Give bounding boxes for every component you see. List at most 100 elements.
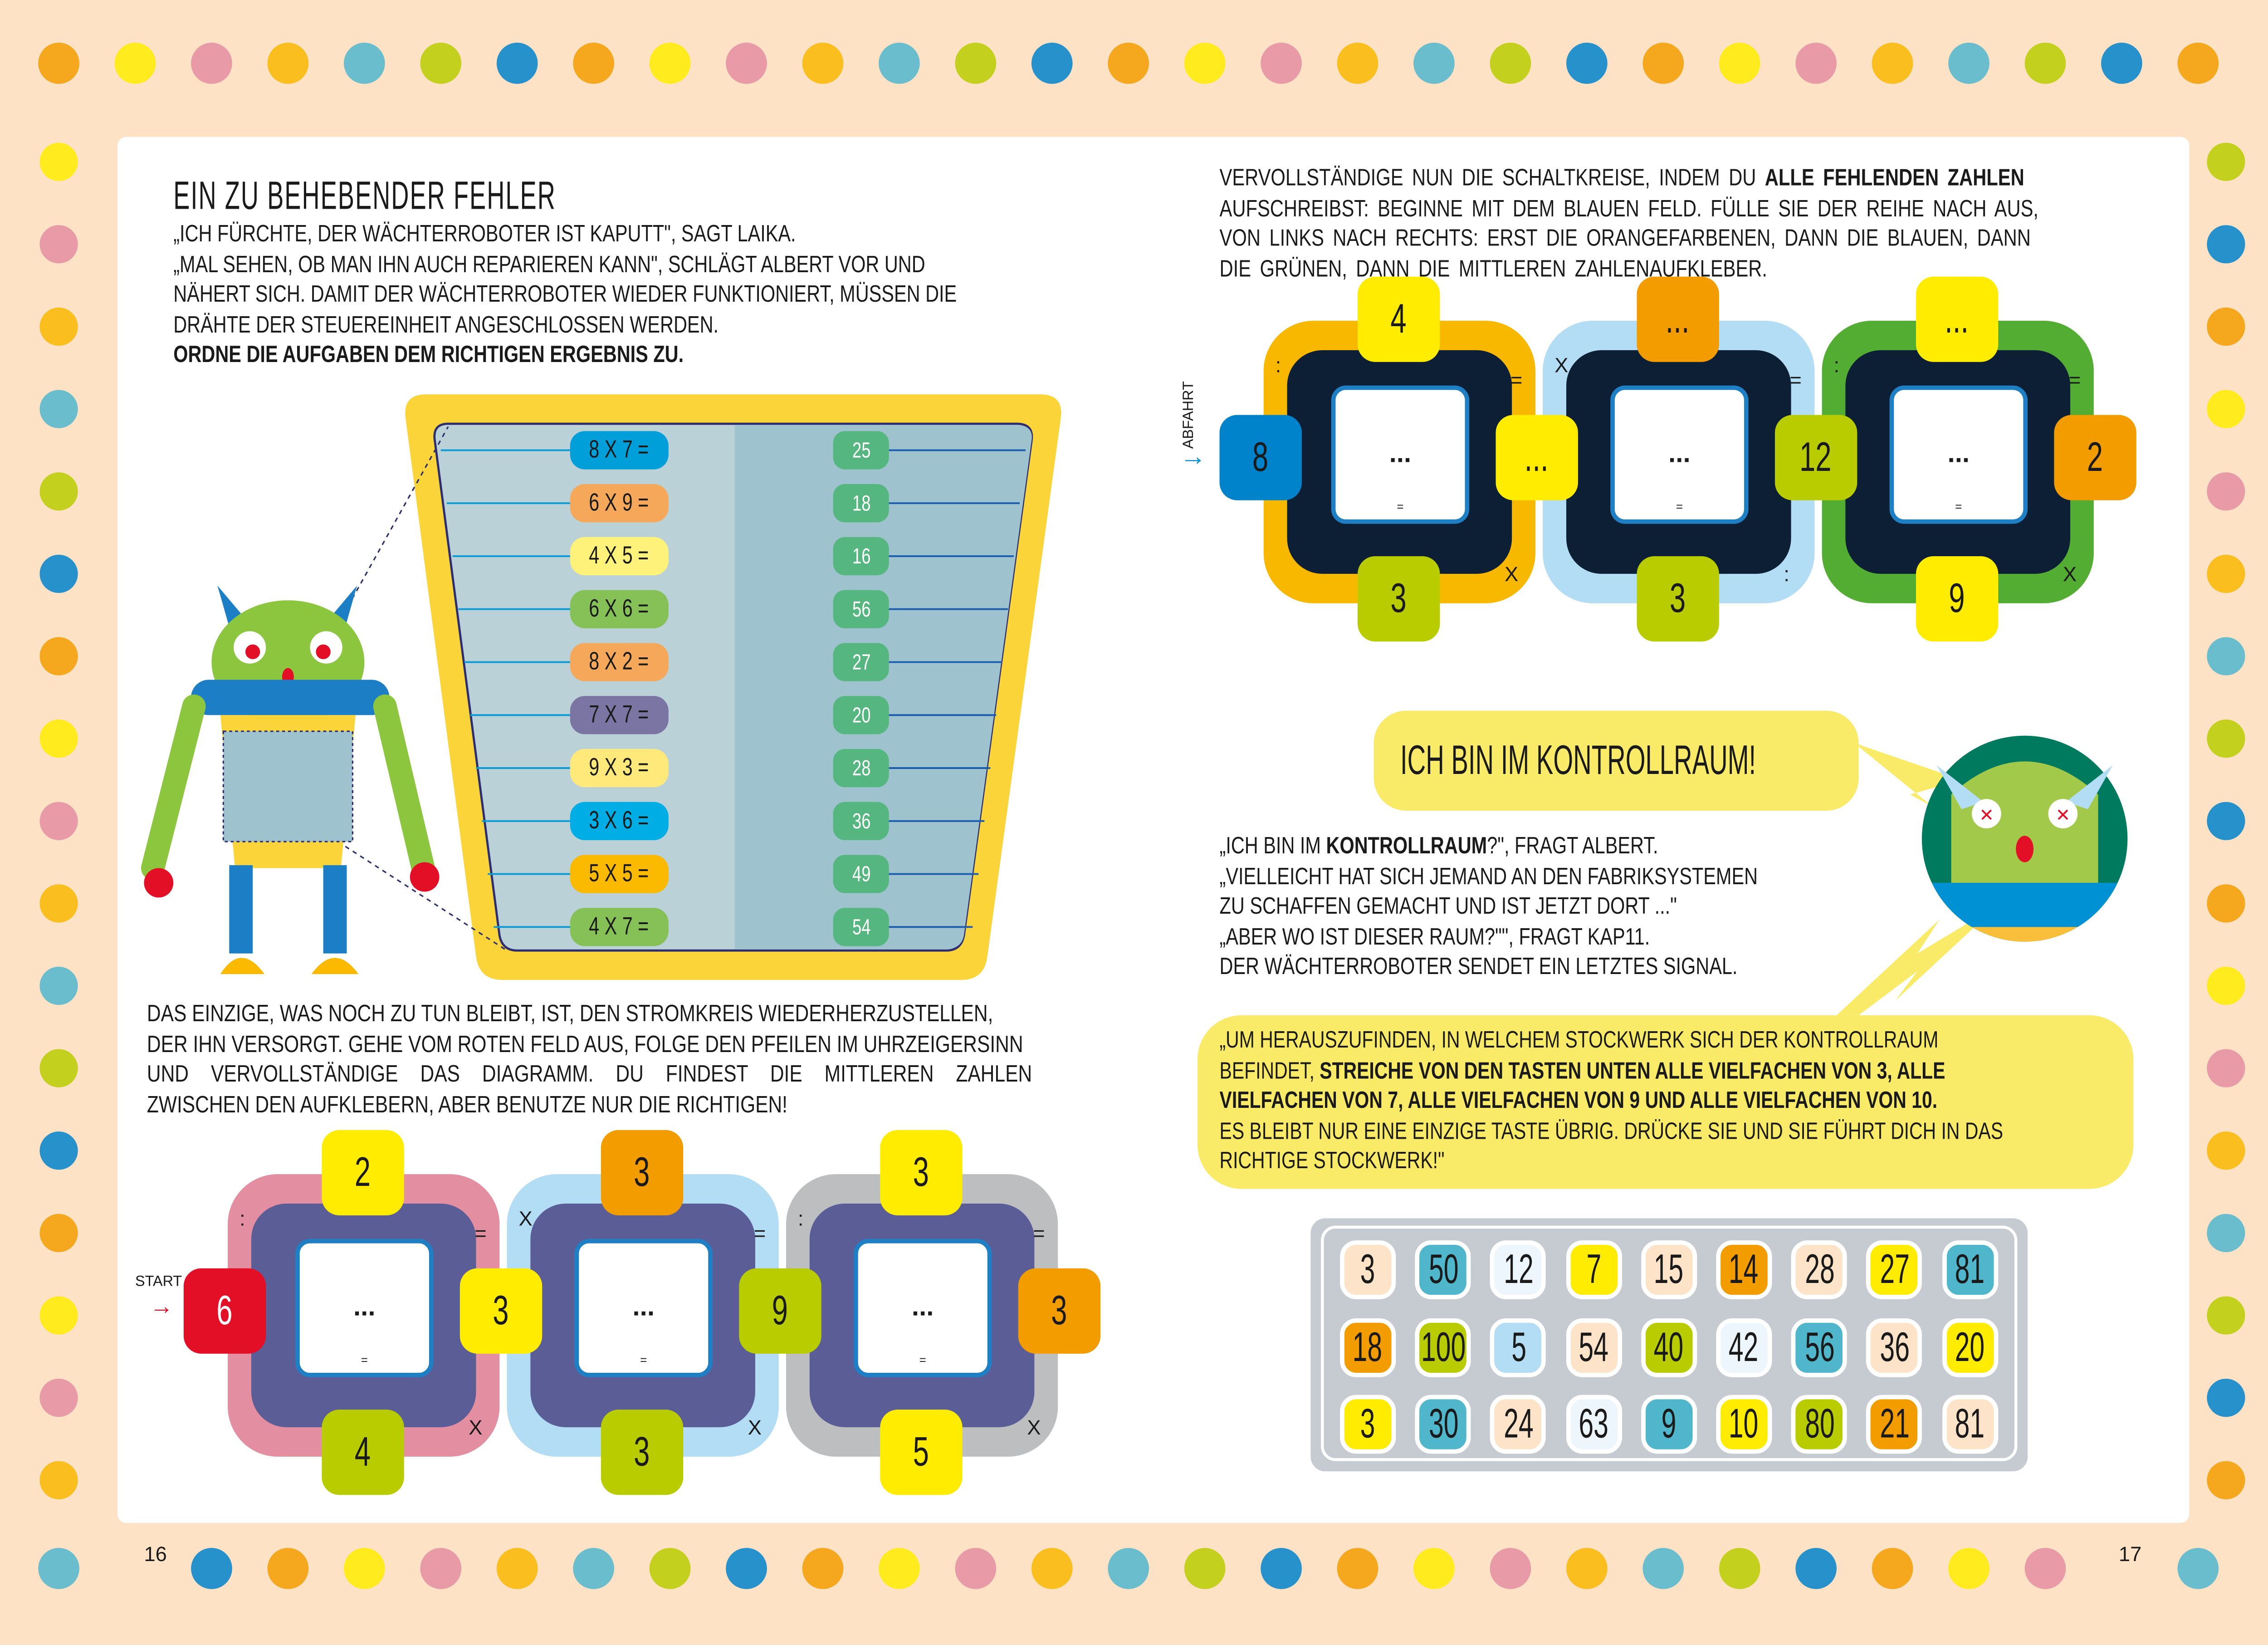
top-tile-right[interactable]: 2 — [2054, 415, 2136, 500]
keypad-button[interactable]: 27 — [1867, 1240, 1923, 1299]
top-tile-top[interactable]: ... — [1916, 276, 1999, 362]
bottom-tile-top[interactable]: 3 — [601, 1130, 684, 1215]
keypad-button-text: 40 — [1654, 1323, 1684, 1369]
bottom-tile-right[interactable]: 9 — [739, 1268, 821, 1354]
keypad-button[interactable]: 3 — [1340, 1395, 1396, 1454]
keypad-button[interactable]: 56 — [1791, 1317, 1848, 1377]
center-value[interactable]: ... — [579, 1292, 708, 1323]
keypad-button[interactable]: 14 — [1716, 1240, 1772, 1299]
keypad-button-text: 81 — [1955, 1400, 1985, 1447]
keypad-button[interactable]: 21 — [1867, 1395, 1923, 1454]
keypad-button[interactable]: 63 — [1565, 1395, 1622, 1454]
result-sticker[interactable]: 56 — [833, 590, 889, 628]
bottom-tile-bottom[interactable]: 4 — [322, 1410, 404, 1495]
decor-icon — [39, 966, 78, 1005]
task-sticker[interactable]: 6 X 6 = — [570, 590, 669, 628]
keypad-button[interactable]: 10 — [1716, 1395, 1772, 1454]
task-sticker[interactable]: 7 X 7 = — [570, 696, 669, 734]
result-sticker[interactable]: 16 — [833, 537, 889, 576]
top-tile-right[interactable]: ... — [1496, 415, 1578, 500]
keypad-button[interactable]: 54 — [1565, 1317, 1622, 1377]
keypad-button[interactable]: 28 — [1791, 1240, 1848, 1299]
keypad-button[interactable]: 20 — [1941, 1317, 1998, 1377]
keypad-button[interactable]: 9 — [1641, 1395, 1697, 1454]
decor-icon — [726, 1547, 767, 1589]
top-tile-bottom[interactable]: 9 — [1916, 556, 1999, 642]
result-sticker-text: 56 — [851, 597, 870, 622]
task-sticker[interactable]: 3 X 6 = — [570, 802, 669, 840]
keypad-button[interactable]: 15 — [1641, 1240, 1697, 1299]
decor-icon — [2207, 307, 2245, 346]
result-sticker[interactable]: 28 — [833, 749, 889, 788]
top-tile-bottom[interactable]: 3 — [1358, 556, 1440, 642]
operator-label-text: = — [753, 1221, 766, 1245]
decor-icon — [39, 1049, 78, 1087]
operator-label-text: X — [469, 1415, 483, 1439]
task-sticker[interactable]: 9 X 3 = — [570, 749, 669, 788]
task-sticker[interactable]: 6 X 9 = — [570, 484, 669, 523]
keypad-button[interactable]: 81 — [1941, 1240, 1998, 1299]
operator-label: = — [1510, 368, 1523, 392]
result-sticker[interactable]: 18 — [833, 484, 889, 523]
center-value[interactable]: ... — [1894, 439, 2023, 470]
center-value[interactable]: ... — [1615, 439, 1744, 470]
keypad-button[interactable]: 5 — [1490, 1317, 1546, 1377]
bottom-tile-top[interactable]: 2 — [322, 1130, 404, 1215]
keypad-button-text: 36 — [1879, 1323, 1910, 1369]
result-sticker[interactable]: 36 — [833, 802, 889, 840]
top-tile-right[interactable]: 12 — [1774, 415, 1857, 500]
text-segment: ES BLEIBT NUR EINE EINZIGE TASTE ÜBRIG. … — [1219, 1119, 2004, 1145]
task-sticker[interactable]: 8 X 7 = — [570, 431, 669, 470]
keypad-button[interactable]: 50 — [1415, 1240, 1471, 1299]
operator-label-text: : — [797, 1206, 804, 1230]
keypad-button[interactable]: 30 — [1415, 1395, 1471, 1454]
result-sticker[interactable]: 25 — [833, 431, 889, 470]
text-bold: VIELFACHEN VON 7, ALLE VIELFACHEN VON 9 … — [1219, 1089, 1938, 1114]
bottom-tile-bottom[interactable]: 5 — [880, 1410, 963, 1495]
keypad-button[interactable]: 81 — [1941, 1395, 1998, 1454]
decor-icon — [2207, 1214, 2245, 1253]
bottom-tile-right[interactable]: 3 — [459, 1268, 543, 1354]
keypad-button[interactable]: 24 — [1490, 1395, 1546, 1454]
keypad-button[interactable]: 42 — [1716, 1317, 1772, 1377]
keypad-button[interactable]: 12 — [1490, 1240, 1546, 1299]
bottom-tile-right[interactable]: 3 — [1018, 1268, 1101, 1354]
operator-label-text: = — [474, 1221, 487, 1245]
keypad-button[interactable]: 36 — [1867, 1317, 1923, 1377]
operator-label-text: = — [1789, 367, 1802, 392]
text-line: BEFINDET, STREICHE VON DEN TASTEN UNTEN … — [1220, 1058, 2004, 1088]
center-value[interactable]: ... — [1335, 439, 1465, 470]
keypad-button[interactable]: 100 — [1415, 1317, 1471, 1377]
top-tile-bottom[interactable]: 3 — [1637, 556, 1719, 642]
task-sticker[interactable]: 8 X 2 = — [570, 643, 669, 681]
signal-text: „UM HERAUSZUFINDEN, IN WELCHEM STOCKWERK… — [1220, 1027, 2004, 1179]
keypad-button-text: 63 — [1579, 1400, 1609, 1447]
decor-icon — [1031, 1547, 1073, 1589]
keypad-button[interactable]: 40 — [1641, 1317, 1697, 1377]
top-tile-top[interactable]: ... — [1637, 276, 1719, 362]
bottom-tile-bottom[interactable]: 3 — [601, 1410, 684, 1495]
center-value[interactable]: ... — [300, 1292, 429, 1323]
top-tile-left[interactable]: 8 — [1219, 415, 1302, 500]
result-sticker[interactable]: 49 — [833, 855, 889, 893]
task-sticker[interactable]: 5 X 5 = — [570, 855, 669, 893]
keypad-button[interactable]: 3 — [1340, 1240, 1396, 1299]
bottom-tile-left[interactable]: 6 — [183, 1268, 266, 1354]
text-line: ZWISCHEN DEN AUFKLEBERN, ABER BENUTZE NU… — [147, 1093, 787, 1118]
keypad-button[interactable]: 18 — [1340, 1317, 1396, 1377]
bottom-tile-top[interactable]: 3 — [880, 1130, 963, 1215]
result-sticker[interactable]: 27 — [833, 643, 889, 681]
keypad-button-text: 14 — [1729, 1246, 1759, 1292]
text-bold: KONTROLLRAUM — [1326, 834, 1487, 860]
keypad-button[interactable]: 7 — [1565, 1240, 1622, 1299]
keypad-button[interactable]: 80 — [1791, 1395, 1848, 1454]
decor-icon — [496, 1547, 538, 1589]
top-tile-top[interactable]: 4 — [1358, 276, 1440, 362]
result-sticker[interactable]: 20 — [833, 696, 889, 734]
task-sticker[interactable]: 4 X 5 = — [570, 537, 669, 576]
result-sticker-text: 28 — [851, 755, 870, 781]
decor-icon — [573, 1547, 614, 1589]
task-sticker[interactable]: 4 X 7 = — [570, 908, 669, 946]
result-sticker[interactable]: 54 — [833, 908, 889, 946]
center-value[interactable]: ... — [858, 1292, 987, 1323]
